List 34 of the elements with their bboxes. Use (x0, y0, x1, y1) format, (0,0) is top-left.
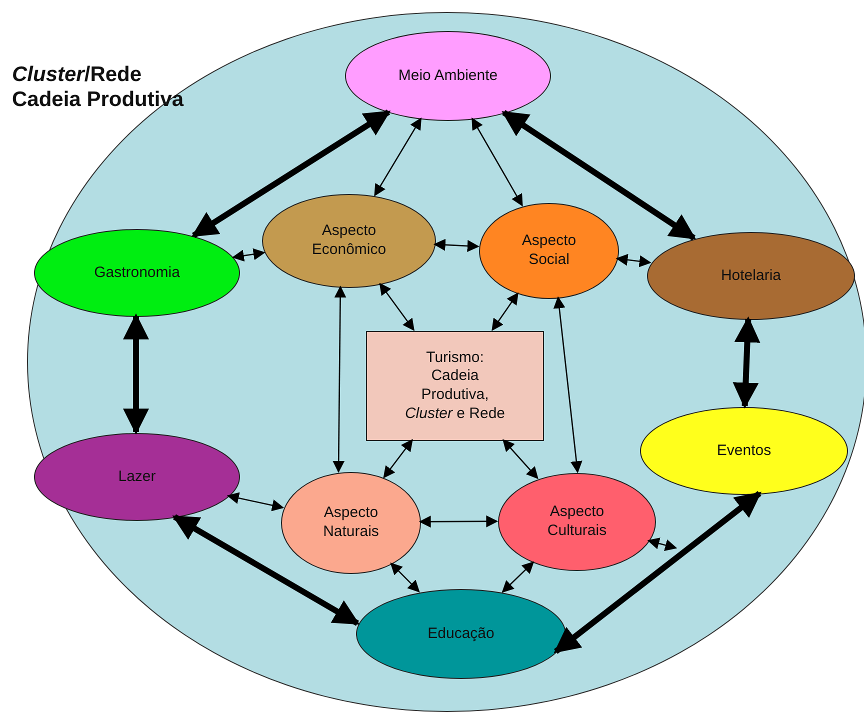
double-arrow (616, 254, 652, 268)
double-arrow (647, 538, 678, 551)
double-arrow (502, 110, 696, 240)
double-arrow (492, 292, 518, 331)
node-label: Aspecto Econômico (310, 222, 388, 260)
node-label: Hotelaria (720, 266, 782, 286)
node-label: Gastronomia (93, 264, 181, 282)
double-arrow (502, 439, 538, 480)
process-box (366, 331, 544, 441)
node-label: Turismo: Cadeia Produtiva, Cluster e Rede (404, 348, 506, 424)
double-arrow (374, 117, 422, 196)
double-arrow (172, 514, 360, 626)
double-arrow (379, 282, 414, 331)
double-arrow (418, 515, 498, 528)
double-arrow (332, 286, 346, 473)
node-label: Meio Ambiente (397, 66, 499, 86)
node-label: Aspecto Social (520, 232, 578, 270)
double-arrow (191, 109, 391, 238)
node-label: Lazer (117, 468, 157, 486)
node-label: Aspecto Naturais (322, 504, 380, 542)
node-label: Eventos (716, 442, 772, 460)
double-arrow (383, 439, 413, 478)
double-arrow (390, 562, 420, 592)
node-label: Aspecto Culturais (546, 503, 608, 541)
double-arrow (433, 238, 480, 252)
double-arrow (472, 118, 523, 206)
double-arrow (502, 561, 534, 593)
node-label: Educação (426, 624, 496, 644)
double-arrow (553, 296, 582, 474)
double-arrow (232, 248, 266, 262)
double-arrow (226, 492, 284, 512)
double-arrow (732, 316, 760, 409)
double-arrow (554, 491, 762, 654)
double-arrow (123, 313, 149, 435)
